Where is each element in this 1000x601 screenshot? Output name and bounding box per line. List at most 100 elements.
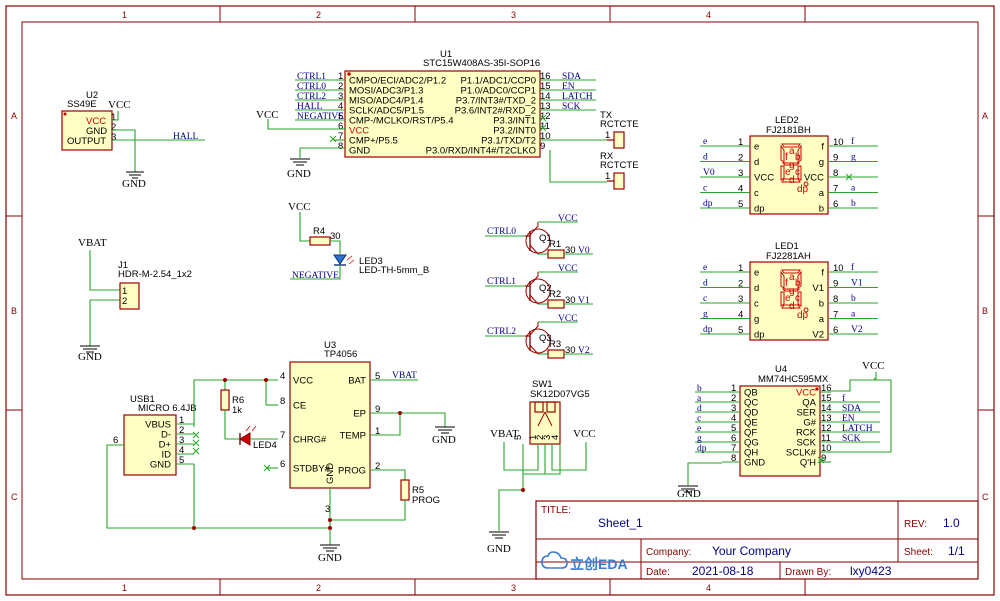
u4-lname-1: QB <box>744 388 758 399</box>
led2-rnet-10: f <box>851 136 855 147</box>
sheet-value: 1/1 <box>948 544 965 558</box>
u1-pin-name-8: GND <box>349 146 370 157</box>
u4-lpin-1: 1 <box>731 383 736 394</box>
usb1-pin-4: 4 <box>179 445 184 456</box>
sw1-ref: SW1 <box>532 379 553 390</box>
u4-lname-2: QC <box>744 398 758 409</box>
u4-rname-12: RCK <box>796 428 817 439</box>
u1-pin-num-2: 2 <box>338 81 343 92</box>
u1-pin-name-6: VCC <box>349 126 369 137</box>
r5-value: PROG <box>412 495 440 506</box>
u3-rname-5: BAT <box>348 376 366 387</box>
q2-emitter <box>529 272 539 286</box>
q2-r-value: 30 <box>565 295 576 306</box>
led1-rpin-8: 8 <box>833 294 838 305</box>
u4-ref: U4 <box>775 364 787 375</box>
u4-lname-3: QD <box>744 408 758 419</box>
u3-rname-1: TEMP <box>340 431 366 442</box>
u2-pin-3: 3 <box>111 132 116 143</box>
led2-seg-f <box>780 144 785 163</box>
u4-lname-8: GND <box>744 458 765 469</box>
led2-seg-label-c: c <box>795 167 800 178</box>
u3-gnd-name: GND <box>325 463 336 484</box>
frame-col-3: 3 <box>511 10 516 20</box>
led2-lname-3: VCC <box>754 173 774 184</box>
led1-rname-8: b <box>819 299 824 310</box>
u4-lname-4: QE <box>744 418 758 429</box>
u1-net-ctrl2: CTRL2 <box>297 92 326 102</box>
q3-r-ref: R3 <box>549 339 561 350</box>
r6-ref: R6 <box>232 395 244 406</box>
led2-seg-e <box>780 165 785 181</box>
u1-net-en: EN <box>562 82 575 92</box>
u1-pin-num-15: 15 <box>540 81 551 92</box>
led1-rpin-7: 7 <box>833 310 838 321</box>
led1-seg-label-e: e <box>785 293 791 304</box>
led1-lpin-3: 3 <box>738 294 743 305</box>
u4-rpin-9: 9 <box>821 453 826 464</box>
led2-rname-10: f <box>821 142 824 153</box>
led1-seg-c <box>797 291 802 307</box>
u3-lname-7: CHRG# <box>293 435 327 446</box>
led1-seg-a <box>781 269 801 274</box>
led2-rname-8: VCC <box>804 173 824 184</box>
u4-rpin-12: 12 <box>821 423 832 434</box>
sw1-pin-2: 2 <box>535 435 546 440</box>
u3-ref: U3 <box>324 340 336 351</box>
frame-col-2-bottom: 2 <box>316 583 321 593</box>
q1-body <box>525 228 551 254</box>
u3-lpin-7: 7 <box>280 430 285 441</box>
sw1-pin-1: 1 <box>528 435 539 440</box>
u1-pin-num-10: 10 <box>540 131 551 142</box>
usb1-pin-1: 1 <box>179 415 184 426</box>
u3-lname-4: VCC <box>293 376 313 387</box>
led2-rname-6: b <box>819 204 824 215</box>
u2-pin-gnd: GND <box>86 126 107 137</box>
q3-ref: Q3 <box>539 333 552 344</box>
frame-row-a-right: A <box>982 111 988 121</box>
q1-r-value: 30 <box>565 245 576 256</box>
usb1-pin-2: 2 <box>179 425 184 436</box>
led1-lname-4: g <box>754 314 759 325</box>
u1-pin-name-11: P3.2/INT0 <box>493 126 536 137</box>
led2-lpin-3: 3 <box>738 168 743 179</box>
j1-part: HDR-M-2.54_1x2 <box>118 269 192 280</box>
q2-collector <box>529 294 539 305</box>
u1-ref: U1 <box>440 49 452 60</box>
drawn-label: Drawn By: <box>785 567 831 578</box>
u1-pin-name-5: CMP-/MCLKO/RST/P5.4 <box>349 116 454 127</box>
u1-pin-num-4: 4 <box>338 101 343 112</box>
u1-pin-name-12: P3.3/INT1 <box>493 116 536 127</box>
q3-vcc-net: VCC <box>558 314 578 324</box>
u1-pin-name-13: P3.6/INT2#/RXD_2 <box>455 106 536 117</box>
led2-seg-label-e: e <box>785 167 791 178</box>
usb1-name-1: VBUS <box>145 420 171 431</box>
u1-pin-num-6: 6 <box>338 121 343 132</box>
led2-lname-1: e <box>754 142 759 153</box>
sw1-pin-3: 3 <box>542 435 553 440</box>
led1-rnet-6: V2 <box>851 325 863 335</box>
usb1-shield-pin: 6 <box>113 435 118 446</box>
u1-pin-num-3: 3 <box>338 91 343 102</box>
u4-lpin-3: 3 <box>731 403 736 414</box>
led1-seg-b <box>797 270 802 289</box>
led1-lname-3: c <box>754 299 759 310</box>
u4-rname-11: SCK <box>796 438 816 449</box>
usb1-part: MICRO 6.4JB <box>138 403 197 414</box>
frame-row-c: C <box>11 492 18 502</box>
u4-lnet-6: g <box>697 434 702 444</box>
rx-pin: 1 <box>605 171 610 182</box>
u4-lnet-1: b <box>697 384 702 394</box>
u3-lname-8: CE <box>293 401 306 412</box>
u4-lname-6: QG <box>744 438 759 449</box>
u4-rpin-11: 11 <box>821 433 831 444</box>
u3-main-gnd-label: GND <box>318 552 342 564</box>
q3-r-value: 30 <box>565 345 576 356</box>
u1-pin-num-12: 12 <box>540 111 551 122</box>
u4-lname-7: QH <box>744 448 758 459</box>
r4-vcc-label: VCC <box>288 201 311 213</box>
led1-lpin-4: 4 <box>738 310 743 321</box>
led2-seg-d <box>781 178 801 183</box>
